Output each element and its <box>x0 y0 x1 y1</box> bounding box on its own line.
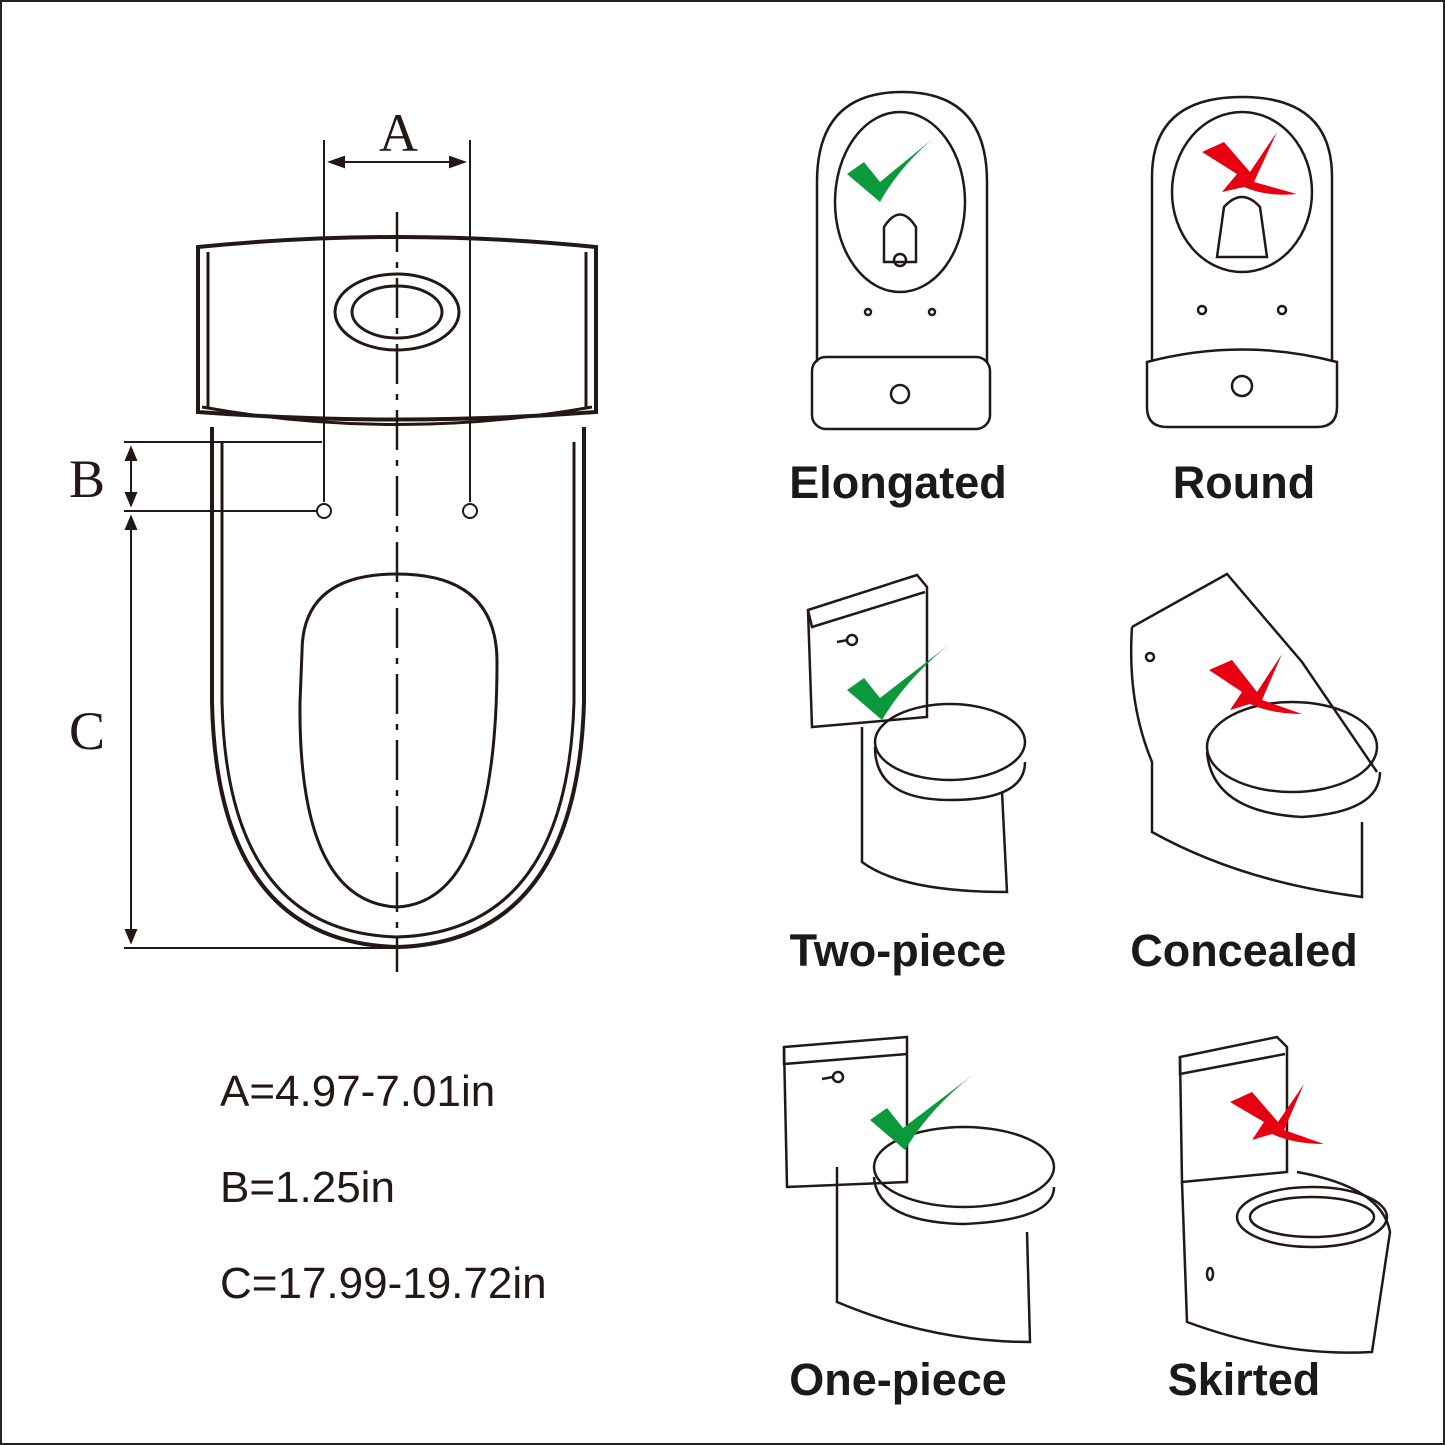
dimension-lines <box>124 140 478 949</box>
dimension-label-a: A <box>379 103 418 163</box>
concealed-toilet-icon <box>1129 572 1382 899</box>
dimension-label-c: C <box>69 701 106 761</box>
measurement-c: C=17.99-19.72in <box>220 1259 547 1308</box>
measurement-a: A=4.97-7.01in <box>220 1067 496 1116</box>
check-icon <box>847 644 950 720</box>
round-toilet-icon <box>1145 95 1339 429</box>
two-piece-toilet-icon <box>806 573 1027 894</box>
label-elongated: Elongated <box>789 457 1007 508</box>
check-icon <box>870 1074 974 1150</box>
one-piece-toilet-icon <box>782 1035 1056 1344</box>
dimension-label-b: B <box>69 449 106 509</box>
cross-icon <box>1209 654 1302 714</box>
label-round: Round <box>1172 457 1316 508</box>
label-skirted: Skirted <box>1167 1354 1321 1405</box>
elongated-toilet-icon <box>810 90 992 431</box>
check-icon <box>847 127 947 202</box>
label-concealed: Concealed <box>1130 925 1358 976</box>
bidet-top-view <box>196 212 598 972</box>
cross-icon <box>1230 1084 1324 1144</box>
cross-icon <box>1202 132 1297 195</box>
label-one-piece: One-piece <box>789 1354 1007 1405</box>
measurement-b: B=1.25in <box>220 1163 395 1212</box>
label-two-piece: Two-piece <box>789 925 1007 976</box>
skirted-toilet-icon <box>1178 1035 1392 1354</box>
